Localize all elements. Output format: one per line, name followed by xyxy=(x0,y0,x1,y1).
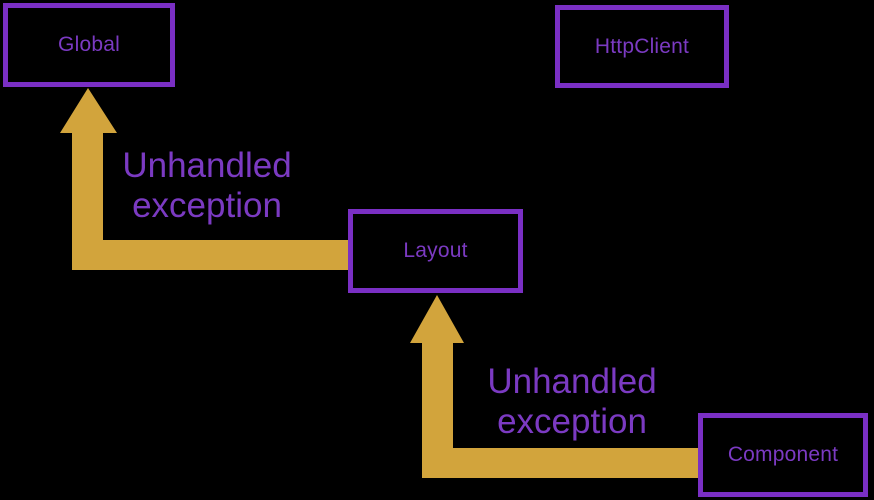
arrow-label-line: exception xyxy=(132,186,282,226)
arrow-label-line: exception xyxy=(497,402,647,442)
node-component-label: Component xyxy=(727,443,839,466)
arrow-layout-to-global xyxy=(60,88,348,270)
arrow-label-component-to-layout: Unhandled exception xyxy=(457,362,687,443)
node-component: Component xyxy=(698,413,868,497)
node-httpclient-label: HttpClient xyxy=(594,34,690,58)
node-global: Global xyxy=(3,3,175,87)
arrow-component-to-layout xyxy=(410,295,700,478)
arrow-label-line: Unhandled xyxy=(122,146,292,185)
arrow-label-layout-to-global: Unhandled exception xyxy=(92,146,322,227)
node-global-label: Global xyxy=(58,33,120,56)
node-layout: Layout xyxy=(348,209,523,293)
node-httpclient: HttpClient xyxy=(555,5,729,88)
node-layout-label: Layout xyxy=(403,239,468,262)
arrow-label-line: Unhandled xyxy=(487,362,657,401)
